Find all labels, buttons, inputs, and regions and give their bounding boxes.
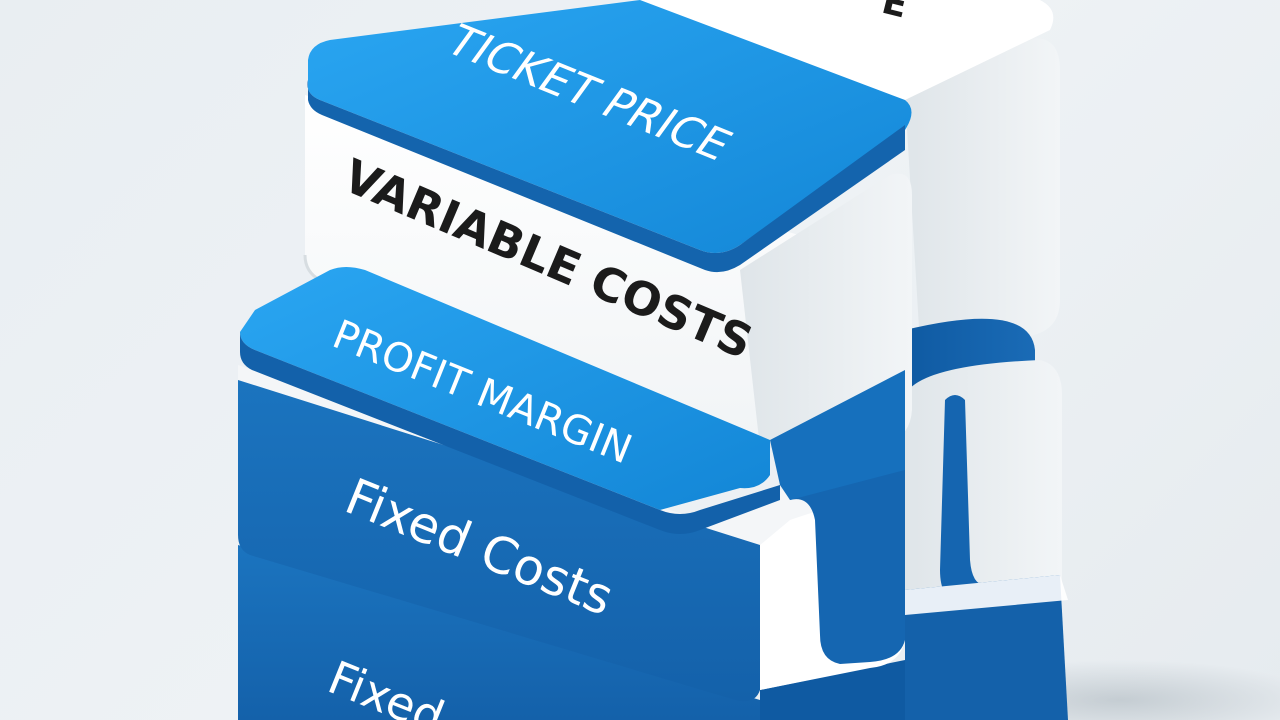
back-white-column (640, 0, 1060, 345)
back-right-lower-stack (905, 318, 1068, 720)
fixed-costs-block (238, 365, 905, 702)
profit-margin-block (240, 267, 905, 534)
ticket-price-block (307, 0, 912, 273)
variable-costs-block (303, 95, 912, 448)
